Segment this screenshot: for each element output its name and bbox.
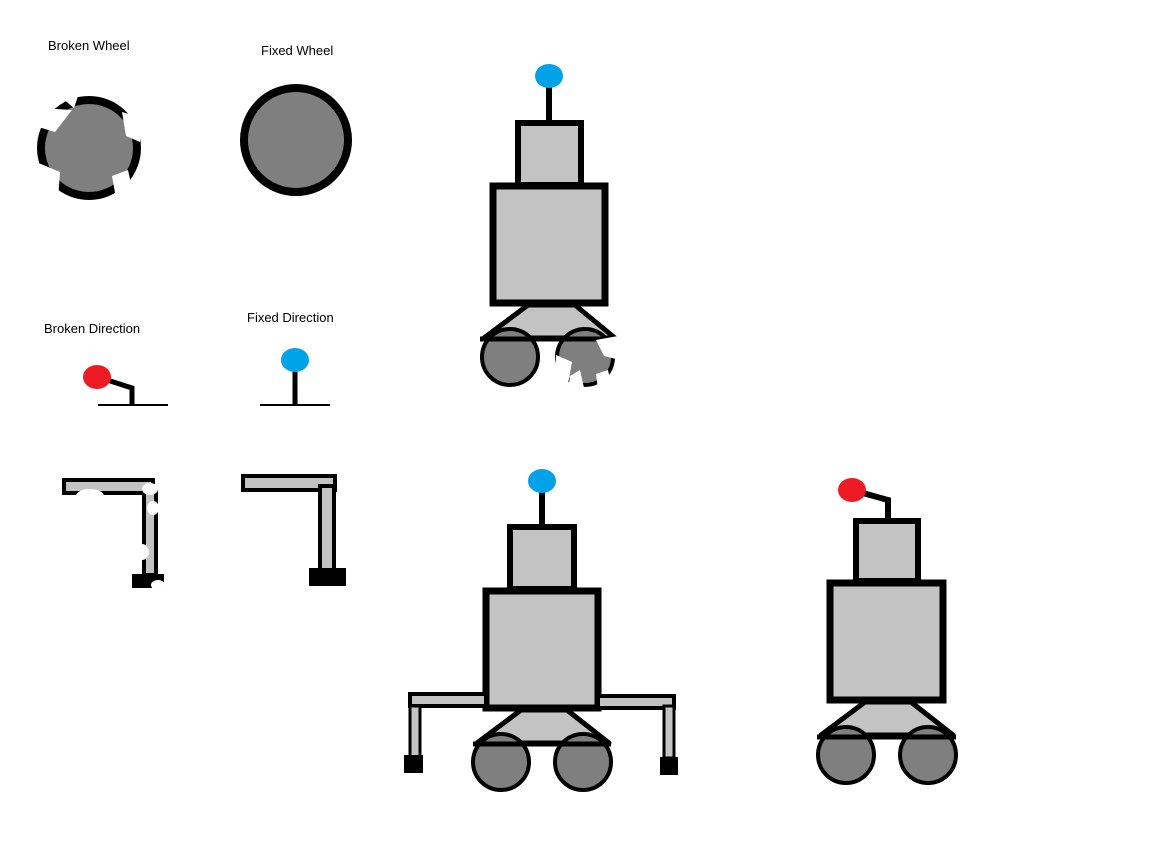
fixed-wheel-icon (240, 84, 352, 196)
label-broken-wheel: Broken Wheel (48, 38, 130, 53)
robot-broken-direction (816, 478, 958, 785)
broken-direction-antenna-icon (83, 365, 168, 406)
broken-wheel-icon (30, 96, 142, 200)
fixed-direction-antenna-icon (260, 348, 330, 406)
robot-with-legs (404, 469, 678, 792)
fixed-leg-icon (241, 474, 346, 586)
label-broken-direction: Broken Direction (44, 321, 140, 336)
label-fixed-wheel: Fixed Wheel (261, 43, 333, 58)
broken-leg-icon (62, 478, 165, 590)
robot-broken-wheel (480, 64, 620, 390)
label-fixed-direction: Fixed Direction (247, 310, 334, 325)
